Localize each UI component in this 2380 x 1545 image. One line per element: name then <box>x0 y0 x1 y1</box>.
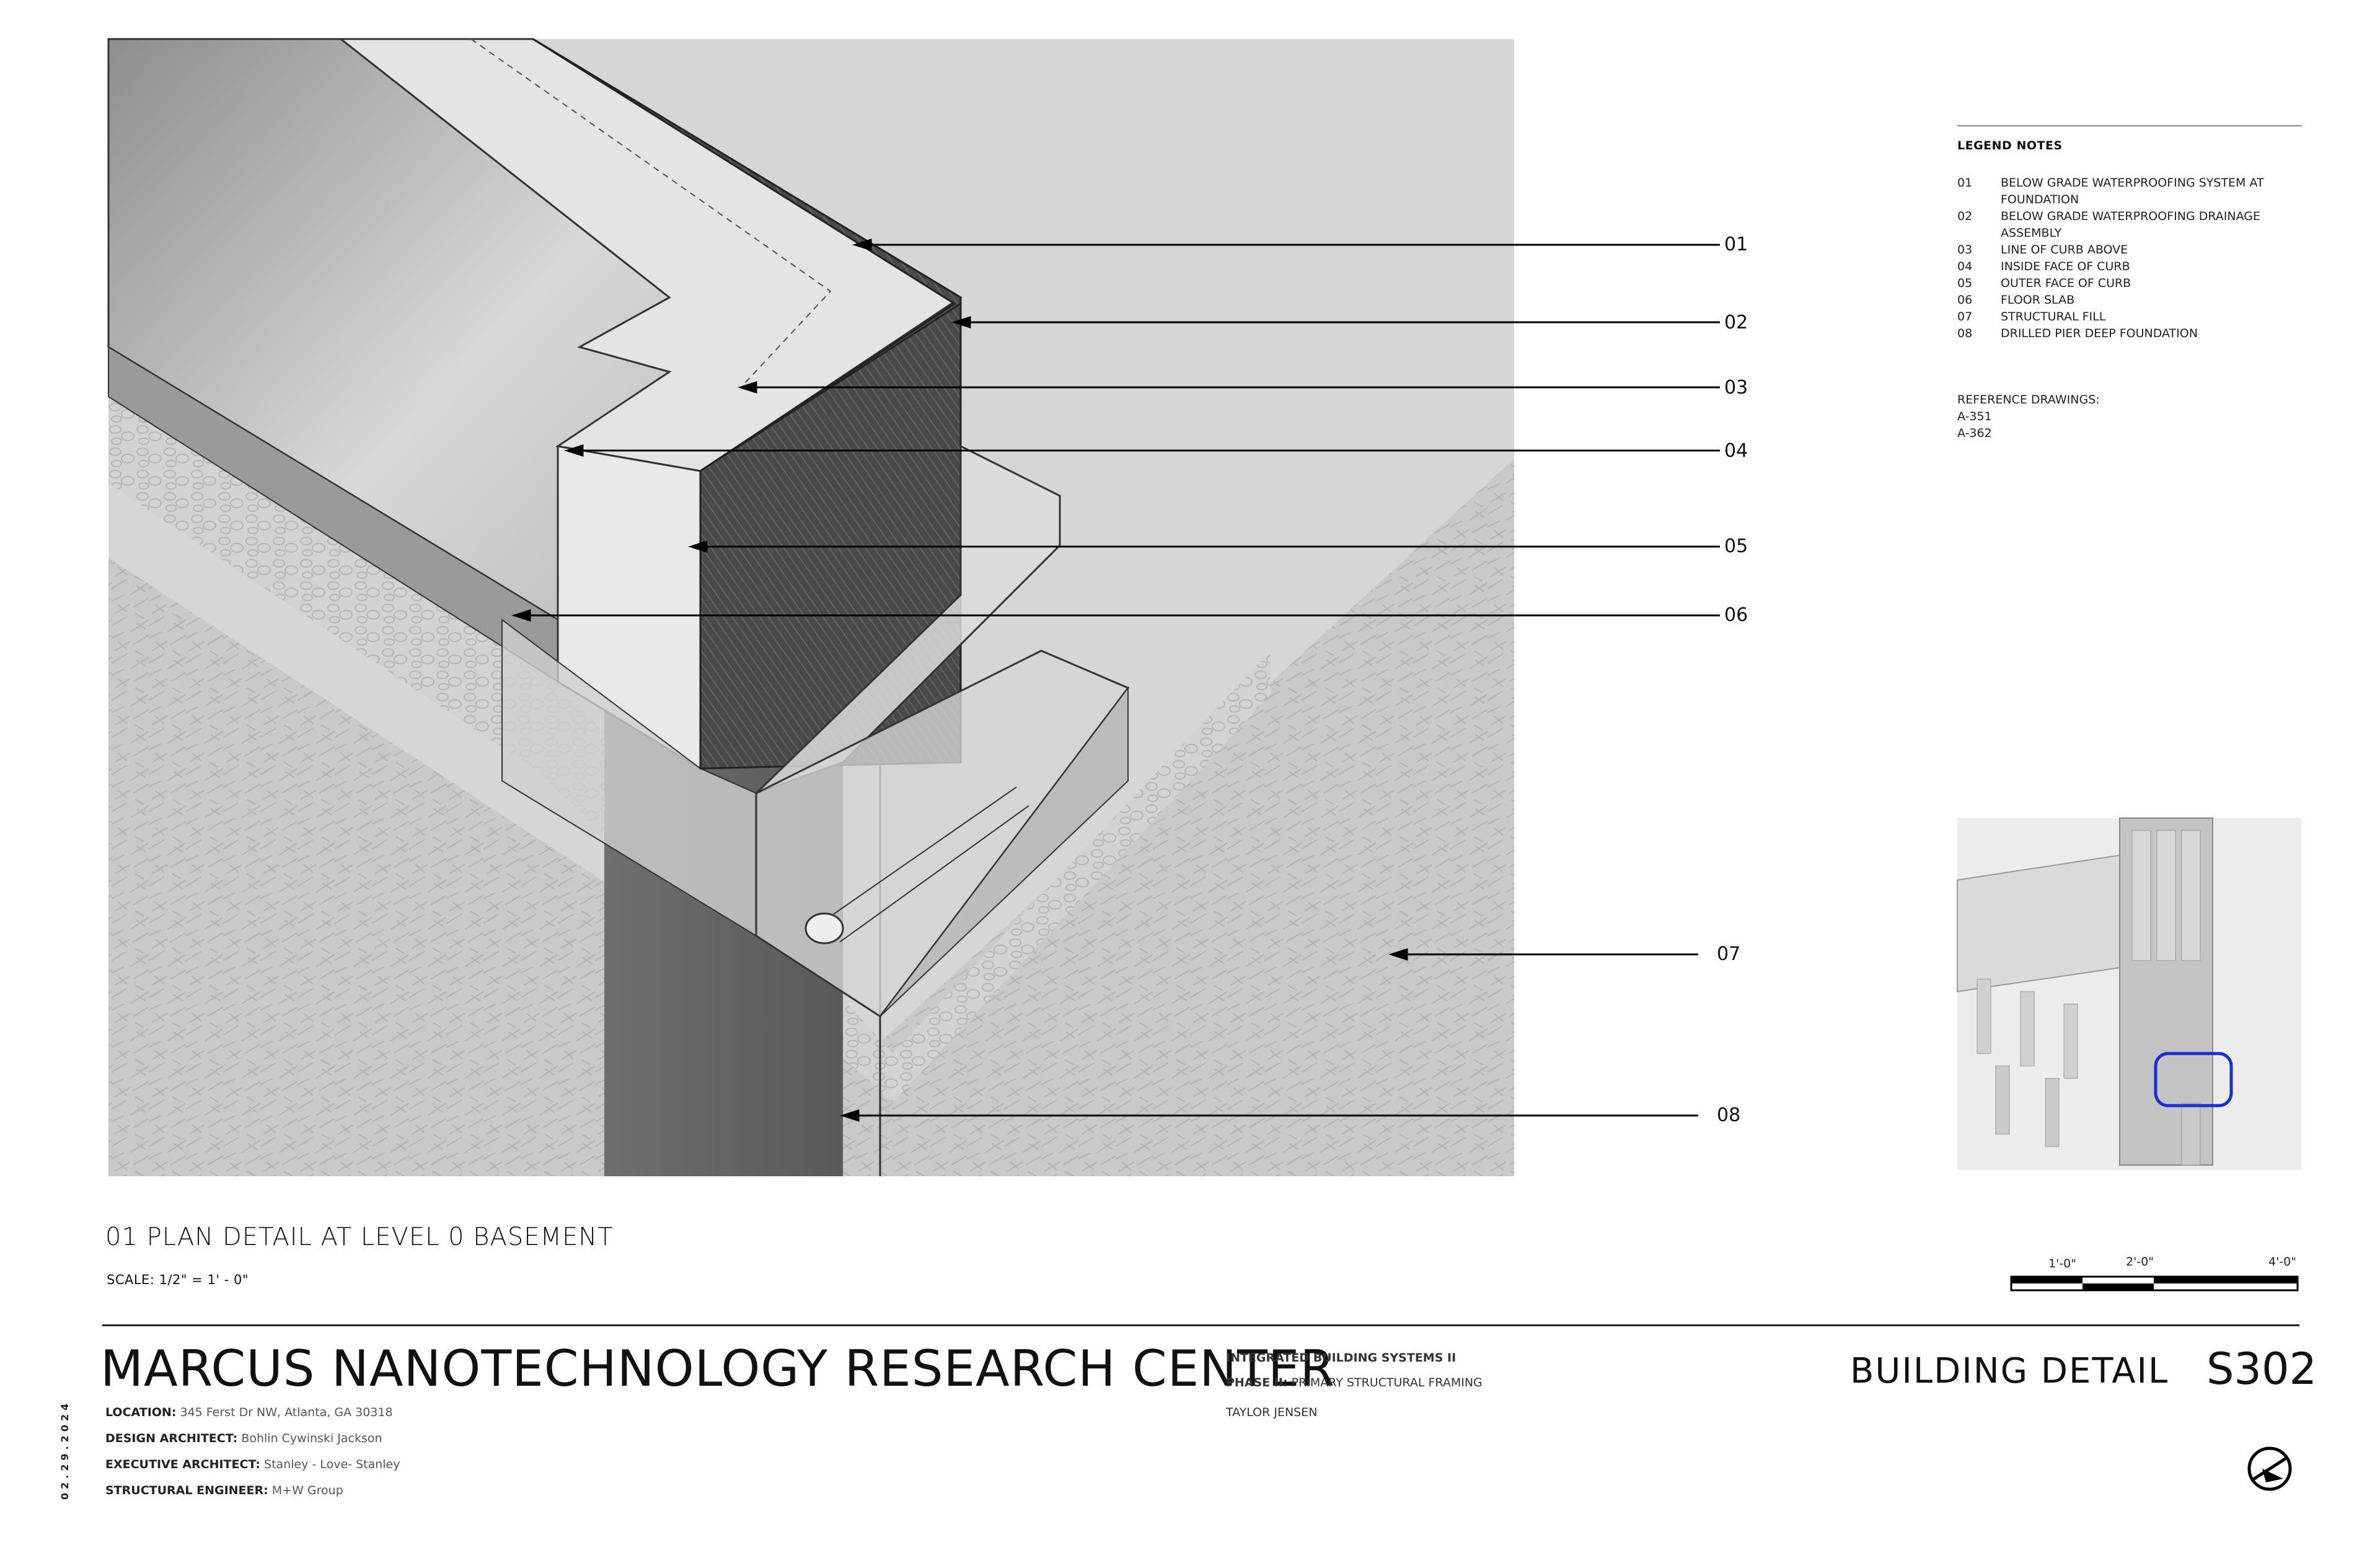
scale-label-3: 4'-0" <box>2268 1255 2296 1269</box>
legend-rule <box>1957 125 2302 126</box>
location-line: LOCATION: 345 Ferst Dr NW, Atlanta, GA 3… <box>105 1406 393 1419</box>
design-architect-line: DESIGN ARCHITECT: Bohlin Cywinski Jackso… <box>105 1432 382 1445</box>
title-block-rule <box>102 1324 2299 1326</box>
callout-04: 04 <box>1724 440 1748 462</box>
scale-label-1: 1'-0" <box>2048 1257 2076 1270</box>
plan-scale: SCALE: 1/2" = 1' - 0" <box>107 1272 249 1287</box>
scale-label-2: 2'-0" <box>2126 1255 2154 1269</box>
sheet-title: BUILDING DETAIL <box>1850 1351 2169 1391</box>
project-title: MARCUS NANOTECHNOLOGY RESEARCH CENTER <box>100 1340 1336 1398</box>
callout-leaders <box>511 238 1720 1122</box>
legend-title: LEGEND NOTES <box>1957 139 2063 152</box>
reference-title: REFERENCE DRAWINGS: <box>1957 393 2100 407</box>
callout-07: 07 <box>1717 943 1741 965</box>
key-plan-highlight <box>2154 1052 2233 1107</box>
line-of-curb-above <box>470 38 832 385</box>
key-plan <box>1957 817 2301 1170</box>
date-stamp: 02.29.2024 <box>59 1399 71 1500</box>
reference-drawings: REFERENCE DRAWINGS: A-351 A-362 <box>1957 392 2100 442</box>
executive-architect-line: EXECUTIVE ARCHITECT: Stanley - Love- Sta… <box>105 1458 400 1471</box>
sheet-number: S302 <box>2206 1344 2317 1394</box>
course-name: INTEGRATED BUILDING SYSTEMS II <box>1226 1351 1457 1365</box>
callout-05: 05 <box>1724 535 1748 557</box>
plan-title: 01 PLAN DETAIL AT LEVEL 0 BASEMENT <box>105 1223 614 1251</box>
graphic-scale-bar <box>2010 1275 2299 1292</box>
callout-02: 02 <box>1724 312 1748 333</box>
callout-01: 01 <box>1724 234 1748 255</box>
drain-pipe <box>804 912 844 944</box>
structural-engineer-line: STRUCTURAL ENGINEER: M+W Group <box>105 1484 343 1497</box>
callout-06: 06 <box>1724 604 1748 626</box>
reference-item: A-351 <box>1957 410 1992 423</box>
north-arrow-icon <box>2247 1446 2292 1491</box>
callout-03: 03 <box>1724 377 1748 398</box>
reference-item: A-362 <box>1957 426 1992 440</box>
author: TAYLOR JENSEN <box>1226 1406 1318 1419</box>
phase-line: PHASE II: PRIMARY STRUCTURAL FRAMING <box>1226 1376 1483 1389</box>
callout-08: 08 <box>1717 1104 1741 1126</box>
